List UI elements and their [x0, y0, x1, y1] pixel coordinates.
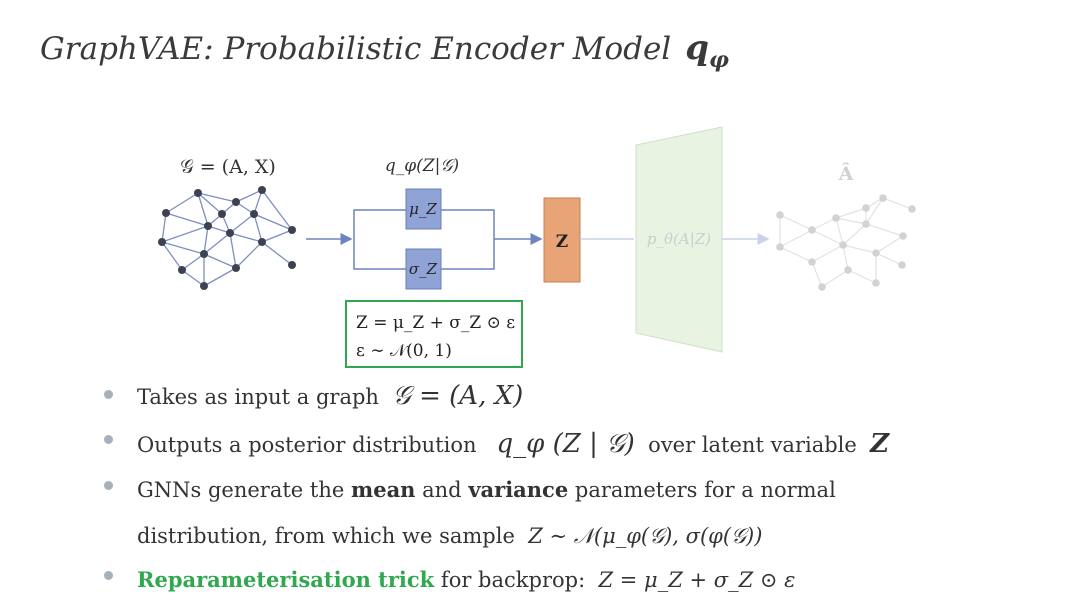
mu-z-box — [405, 188, 442, 230]
bullet-dot — [104, 571, 113, 580]
bullet-list: Takes as input a graph 𝒢 = (A, X) Output… — [104, 376, 889, 603]
formula-line-1: Z = μ_Z + σ_Z ⊙ ε — [356, 313, 515, 333]
bullet-reparam: Reparameterisation trick for backprop: Z… — [104, 557, 889, 603]
bullet-dot — [104, 435, 113, 444]
encoder-label: q_φ(Z|𝒢) — [385, 156, 459, 176]
slide-title: GraphVAE: Probabilistic Encoder Model qφ — [40, 28, 729, 73]
output-graph — [779, 197, 913, 288]
sigma-z-label: σ_Z — [409, 260, 438, 278]
z-label: Z — [556, 232, 568, 252]
bullet-gnn-math: Z ∼ 𝒩(μ_φ(𝒢), σ(φ(𝒢)) — [528, 524, 763, 548]
decoder-trapezoid — [635, 126, 723, 353]
reparam-formula-box — [345, 300, 523, 368]
bullet-input-math: 𝒢 = (A, X) — [392, 381, 524, 411]
input-graph-label: 𝒢 = (A, X) — [180, 156, 276, 178]
decoder-label: p_θ(A|Z) — [647, 230, 711, 248]
input-graph-nodes — [158, 186, 296, 290]
output-label: Â — [838, 162, 854, 185]
formula-line-2: ε ∼ 𝒩(0, 1) — [356, 341, 452, 361]
title-text: GraphVAE: Probabilistic Encoder Model — [40, 31, 672, 67]
bullet-latent-z: Z — [870, 429, 890, 459]
output-graph-nodes — [776, 194, 916, 291]
reparam-highlight: Reparameterisation trick — [137, 567, 435, 592]
bullet-reparam-math: Z = μ_Z + σ_Z ⊙ ε — [598, 568, 796, 592]
bullet-posterior-math: q_φ (Z | 𝒢) — [496, 429, 635, 459]
bullet-posterior: Outputs a posterior distribution q_φ (Z … — [104, 421, 889, 467]
sigma-z-box — [405, 248, 442, 290]
mu-z-label: μ_Z — [409, 200, 437, 218]
bullet-gnn: GNNs generate the mean and variance para… — [104, 467, 889, 557]
bullet-dot — [104, 390, 113, 399]
bullet-input: Takes as input a graph 𝒢 = (A, X) — [104, 376, 889, 421]
title-math: qφ — [685, 28, 729, 73]
z-box — [543, 197, 581, 283]
bullet-dot — [104, 481, 113, 490]
